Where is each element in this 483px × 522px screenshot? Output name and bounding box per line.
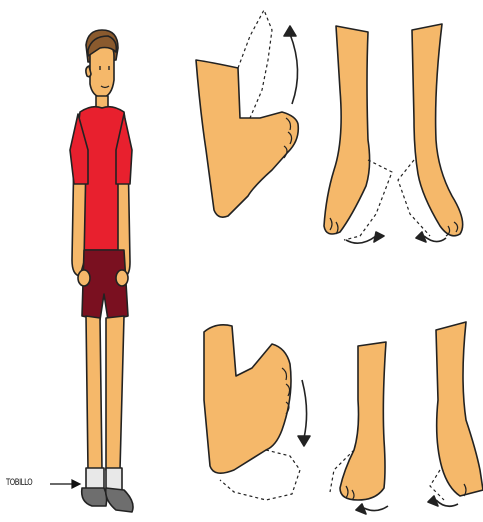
foot-eversion-icon	[398, 24, 463, 242]
foot-inversion-icon	[324, 26, 392, 243]
foot-rotation-right-icon	[428, 322, 483, 506]
foot-dorsiflexion-icon	[196, 10, 298, 217]
ankle-label: TOBILLO	[6, 478, 32, 488]
standing-boy-icon	[70, 30, 133, 512]
foot-plantarflexion-icon	[204, 325, 310, 500]
ankle-pointer-arrow-icon	[50, 480, 80, 488]
foot-rotation-left-icon	[330, 342, 388, 514]
